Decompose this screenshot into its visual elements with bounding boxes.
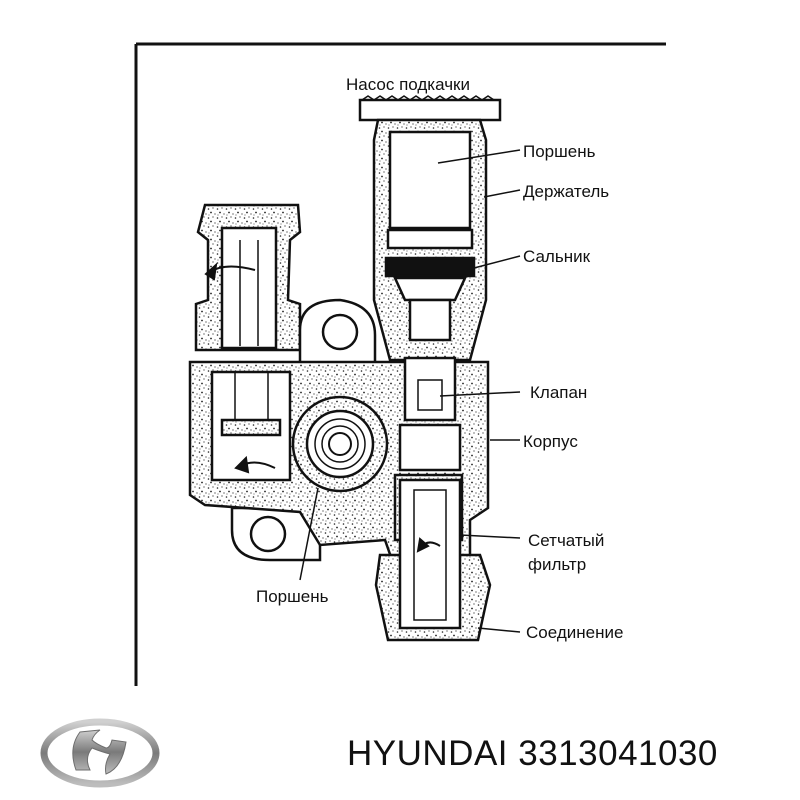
mounting-ear-top — [298, 298, 377, 367]
outlet-fitting — [194, 203, 302, 352]
flow-arrow-outlet — [204, 262, 256, 281]
label-valve: Клапан — [530, 383, 587, 402]
flow-arrow-filter — [416, 537, 441, 553]
label-body: Корпус — [523, 432, 578, 451]
flow-arrow-body — [234, 455, 276, 474]
label-connection: Соединение — [526, 623, 623, 642]
connection-fitting — [374, 478, 492, 642]
label-holder: Держатель — [523, 182, 609, 201]
label-filter-line1: Сетчатый — [528, 531, 604, 550]
label-pump: Насос подкачки — [346, 75, 470, 94]
frame — [134, 42, 666, 686]
leader-lines — [299, 149, 521, 633]
rotor-piston — [291, 395, 389, 493]
brand-part-number: HYUNDAI 3313041030 — [347, 734, 718, 773]
label-seal: Сальник — [523, 247, 591, 266]
label-filter-line2: фильтр — [528, 555, 586, 574]
priming-pump — [358, 95, 502, 362]
label-piston-bottom: Поршень — [256, 587, 329, 606]
label-piston-top: Поршень — [523, 142, 596, 161]
hyundai-logo-icon — [40, 718, 160, 788]
